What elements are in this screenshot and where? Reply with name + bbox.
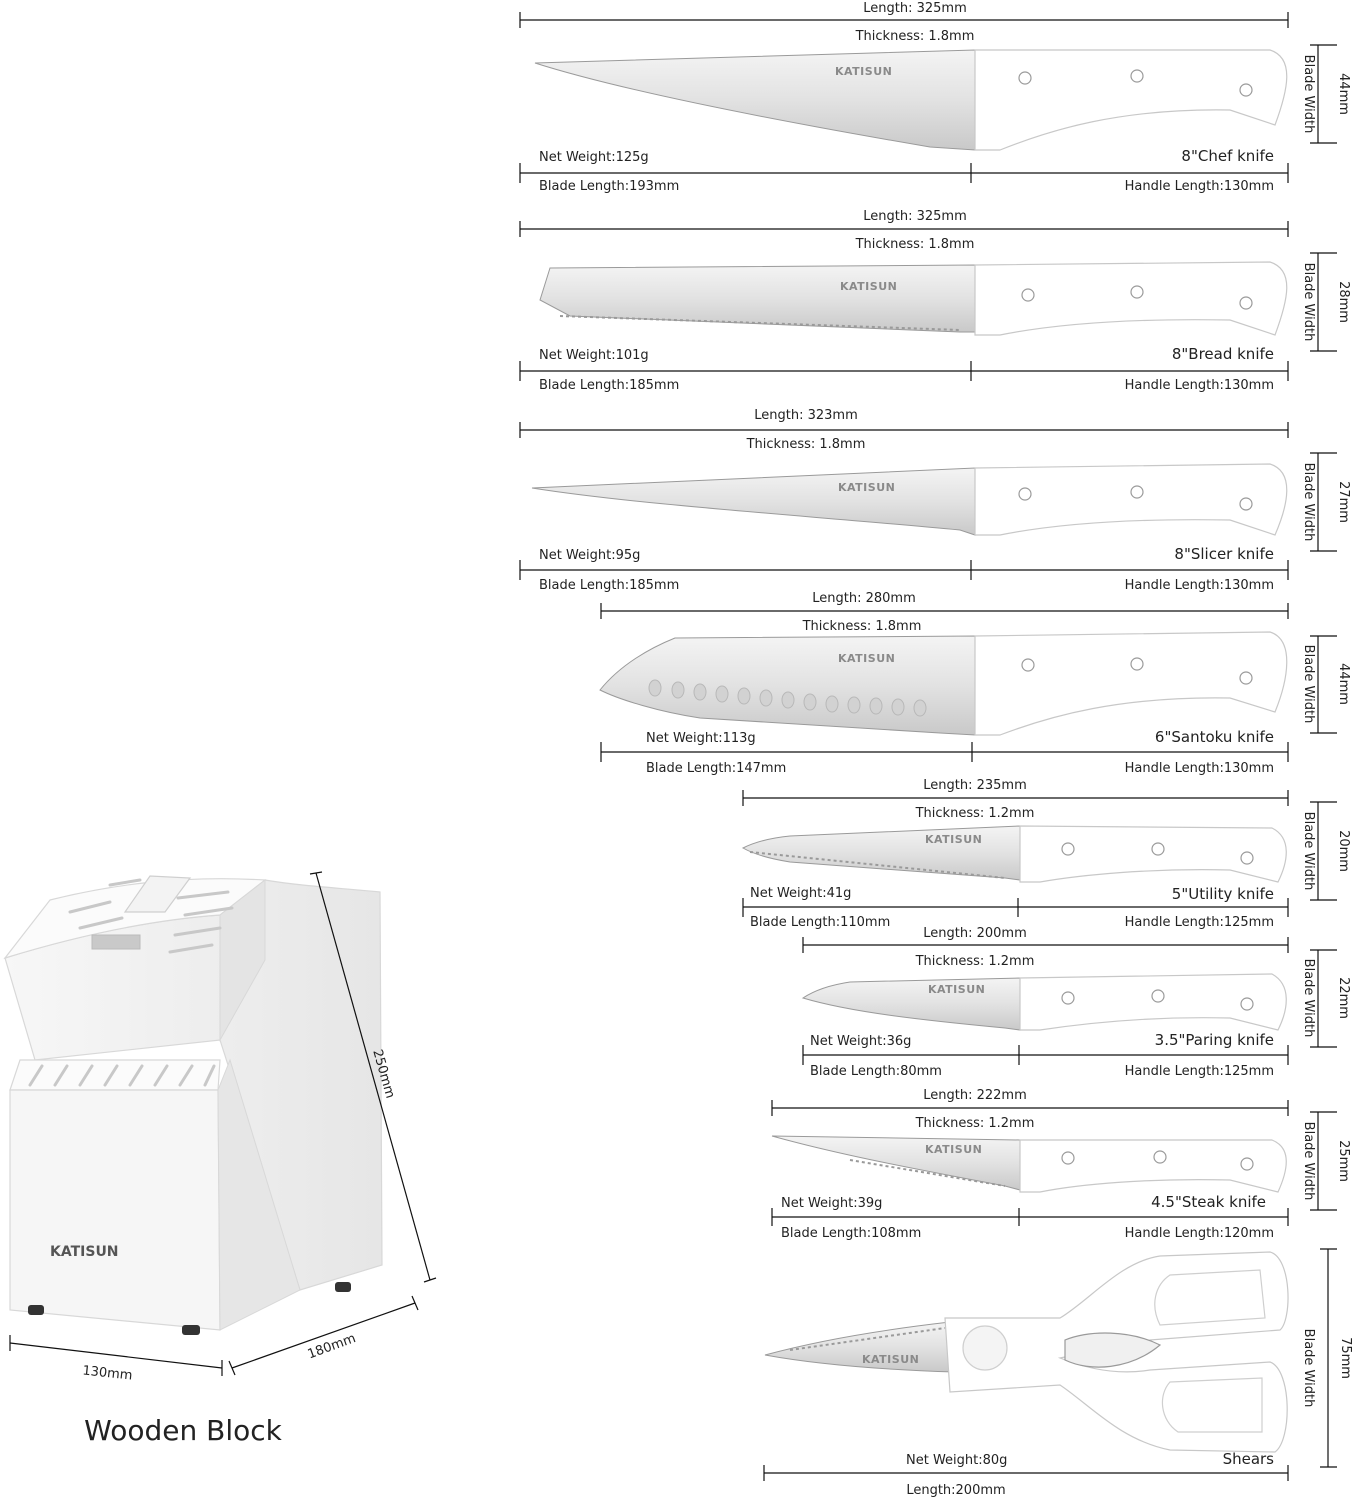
handle-length: Handle Length:130mm — [1125, 761, 1274, 776]
santoku-knife-illustration: KATISUN — [599, 631, 1288, 736]
knife-name: 8"Bread knife — [1172, 345, 1274, 363]
brand-logo: KATISUN — [835, 65, 892, 78]
blade-width-value: 28mm — [1336, 281, 1351, 323]
blade-width-label: Blade Width — [1301, 645, 1316, 724]
blade-length: Blade Length:80mm — [810, 1064, 942, 1079]
total-length-label: Length: 280mm — [812, 591, 916, 606]
block-width-label: 130mm — [82, 1363, 133, 1383]
block-illustration: KATISUN — [3, 875, 383, 1335]
knife-name: 3.5"Paring knife — [1155, 1031, 1274, 1049]
block-logo: KATISUN — [50, 1244, 119, 1260]
thickness-label: Thickness: 1.8mm — [746, 437, 866, 452]
blade-width-value: 20mm — [1336, 830, 1351, 872]
handle-length: Handle Length:125mm — [1125, 1064, 1274, 1079]
steak-knife-illustration: KATISUN — [771, 1135, 1287, 1193]
blade-length: Blade Length:147mm — [646, 761, 786, 776]
knife-name: 8"Chef knife — [1181, 147, 1274, 165]
slicer-knife-spec: Length: 323mm Thickness: 1.8mm KATISUN 2… — [519, 408, 1351, 593]
total-length-label: Length: 200mm — [923, 926, 1027, 941]
total-length-label: Length: 235mm — [923, 778, 1027, 793]
net-weight: Net Weight:36g — [810, 1034, 911, 1049]
blade-width-value: 22mm — [1336, 977, 1351, 1019]
blade-length: Blade Length:185mm — [539, 378, 679, 393]
block-depth-label: 180mm — [306, 1331, 358, 1362]
knife-name: 4.5"Steak knife — [1151, 1193, 1266, 1211]
thickness-label: Thickness: 1.8mm — [802, 619, 922, 634]
handle-length: Handle Length:130mm — [1125, 179, 1274, 194]
slicer-knife-illustration: KATISUN — [531, 463, 1288, 536]
blade-length: Blade Length:185mm — [539, 578, 679, 593]
paring-knife-spec: Length: 200mm Thickness: 1.2mm KATISUN 2… — [801, 926, 1351, 1079]
paring-knife-illustration: KATISUN — [801, 973, 1287, 1031]
blade-width-label: Blade Width — [1301, 463, 1316, 542]
blade-width-value: 75mm — [1338, 1337, 1353, 1379]
bread-knife-spec: Length: 325mm Thickness: 1.8mm KATISUN 2… — [519, 209, 1351, 393]
net-weight: Net Weight:80g — [906, 1453, 1007, 1468]
blade-width-value: 44mm — [1336, 73, 1351, 115]
brand-logo: KATISUN — [925, 1143, 982, 1156]
thickness-label: Thickness: 1.2mm — [915, 1116, 1035, 1131]
steak-knife-spec: Length: 222mm Thickness: 1.2mm KATISUN 2… — [771, 1088, 1351, 1241]
handle-length: Handle Length:130mm — [1125, 578, 1274, 593]
thickness-label: Thickness: 1.2mm — [915, 806, 1035, 821]
block-caption: Wooden Block — [84, 1414, 282, 1447]
wooden-block: KATISUN 250mm 180mm 130mm Wooden Block — [3, 871, 437, 1447]
shears-illustration: KATISUN — [764, 1251, 1289, 1453]
chef-knife-spec: Length: 325mm Thickness: 1.8mm KATISUN 4… — [519, 1, 1351, 194]
blade-width-value: 27mm — [1336, 481, 1351, 523]
blade-length: Blade Length:193mm — [539, 179, 679, 194]
blade-width-label: Blade Width — [1301, 959, 1316, 1038]
knife-name: 5"Utility knife — [1172, 885, 1274, 903]
utility-knife-spec: Length: 235mm Thickness: 1.2mm KATISUN 2… — [741, 778, 1351, 930]
thickness-label: Thickness: 1.8mm — [855, 237, 975, 252]
blade-width-label: Blade Width — [1301, 55, 1316, 134]
brand-logo: KATISUN — [925, 833, 982, 846]
knife-name: 6"Santoku knife — [1155, 728, 1274, 746]
utility-knife-illustration: KATISUN — [741, 825, 1287, 883]
shears-name: Shears — [1223, 1450, 1275, 1468]
total-length-label: Length:200mm — [906, 1483, 1005, 1498]
net-weight: Net Weight:125g — [539, 150, 649, 165]
santoku-knife-spec: Length: 280mm Thickness: 1.8mm KATISUN 4… — [599, 591, 1351, 776]
handle-length: Handle Length:125mm — [1125, 915, 1274, 930]
handle-length: Handle Length:120mm — [1125, 1226, 1274, 1241]
blade-width-value: 44mm — [1336, 663, 1351, 705]
brand-logo: KATISUN — [928, 983, 985, 996]
total-length-label: Length: 325mm — [863, 1, 967, 16]
net-weight: Net Weight:95g — [539, 548, 640, 563]
blade-width-label: Blade Width — [1301, 1122, 1316, 1201]
net-weight: Net Weight:113g — [646, 731, 756, 746]
shears-spec: KATISUN 75mm Blade Width Net Weight:80g … — [763, 1248, 1353, 1498]
knife-name: 8"Slicer knife — [1174, 545, 1274, 563]
bread-knife-illustration: KATISUN — [539, 261, 1288, 336]
total-length-label: Length: 325mm — [863, 209, 967, 224]
brand-logo: KATISUN — [840, 280, 897, 293]
blade-width-value: 25mm — [1336, 1140, 1351, 1182]
brand-logo: KATISUN — [862, 1353, 919, 1366]
total-length-label: Length: 222mm — [923, 1088, 1027, 1103]
thickness-label: Thickness: 1.8mm — [855, 29, 975, 44]
net-weight: Net Weight:41g — [750, 886, 851, 901]
thickness-label: Thickness: 1.2mm — [915, 954, 1035, 969]
handle-length: Handle Length:130mm — [1125, 378, 1274, 393]
blade-length: Blade Length:108mm — [781, 1226, 921, 1241]
blade-width-label: Blade Width — [1301, 1329, 1316, 1408]
net-weight: Net Weight:101g — [539, 348, 649, 363]
blade-width-label: Blade Width — [1301, 812, 1316, 891]
brand-logo: KATISUN — [838, 652, 895, 665]
blade-length: Blade Length:110mm — [750, 915, 890, 930]
chef-knife-illustration: KATISUN — [534, 49, 1288, 151]
blade-width-label: Blade Width — [1301, 263, 1316, 342]
brand-logo: KATISUN — [838, 481, 895, 494]
net-weight: Net Weight:39g — [781, 1196, 882, 1211]
total-length-label: Length: 323mm — [754, 408, 858, 423]
